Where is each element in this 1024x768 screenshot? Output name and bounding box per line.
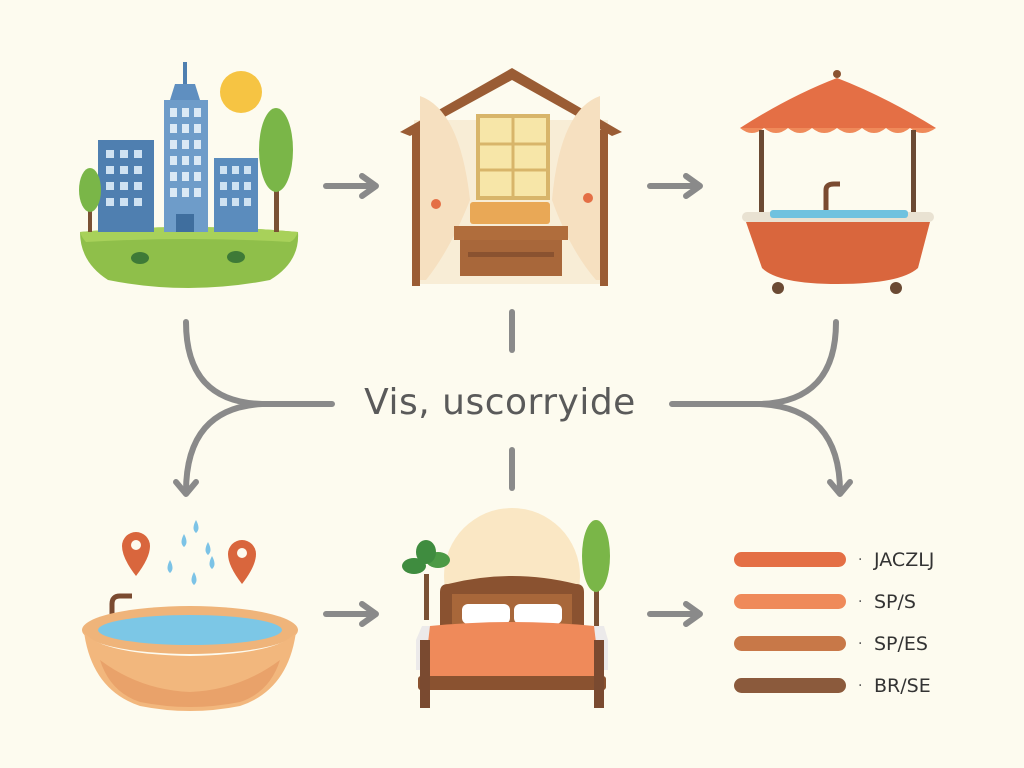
legend-label: SP/ES [874, 633, 928, 655]
legend-swatch [734, 552, 846, 567]
arrow-bed-to-legend [647, 601, 703, 627]
legend-swatch [734, 636, 846, 651]
legend-item: · SP/S [734, 592, 1014, 612]
legend-swatch [734, 594, 846, 609]
bed-icon [402, 508, 610, 708]
center-label: Vis, uscorryide [364, 382, 636, 423]
curve-right-connector [669, 319, 853, 497]
arrow-cabin-to-canopy [647, 173, 703, 199]
cabin-window-icon [400, 68, 622, 286]
legend-bullet: · [858, 636, 863, 652]
arrow-city-to-cabin [323, 173, 379, 199]
legend-item: · SP/ES [734, 634, 1014, 654]
city-skyline-icon [79, 62, 299, 288]
legend-bullet: · [858, 594, 863, 610]
arrow-basin-to-bed [323, 601, 379, 627]
legend-label: JACZLJ [874, 549, 935, 571]
legend-bullet: · [858, 678, 863, 694]
bath-basin-icon [82, 520, 298, 711]
legend-label: SP/S [874, 591, 916, 613]
legend-item: · JACZLJ [734, 550, 1014, 570]
legend-label: BR/SE [874, 675, 931, 697]
legend: · JACZLJ · SP/S · SP/ES · BR/SE [734, 544, 1014, 704]
curve-left-connector [173, 319, 335, 497]
legend-swatch [734, 678, 846, 693]
legend-item: · BR/SE [734, 676, 1014, 696]
canopy-bathtub-icon [740, 70, 936, 294]
legend-bullet: · [858, 552, 863, 568]
